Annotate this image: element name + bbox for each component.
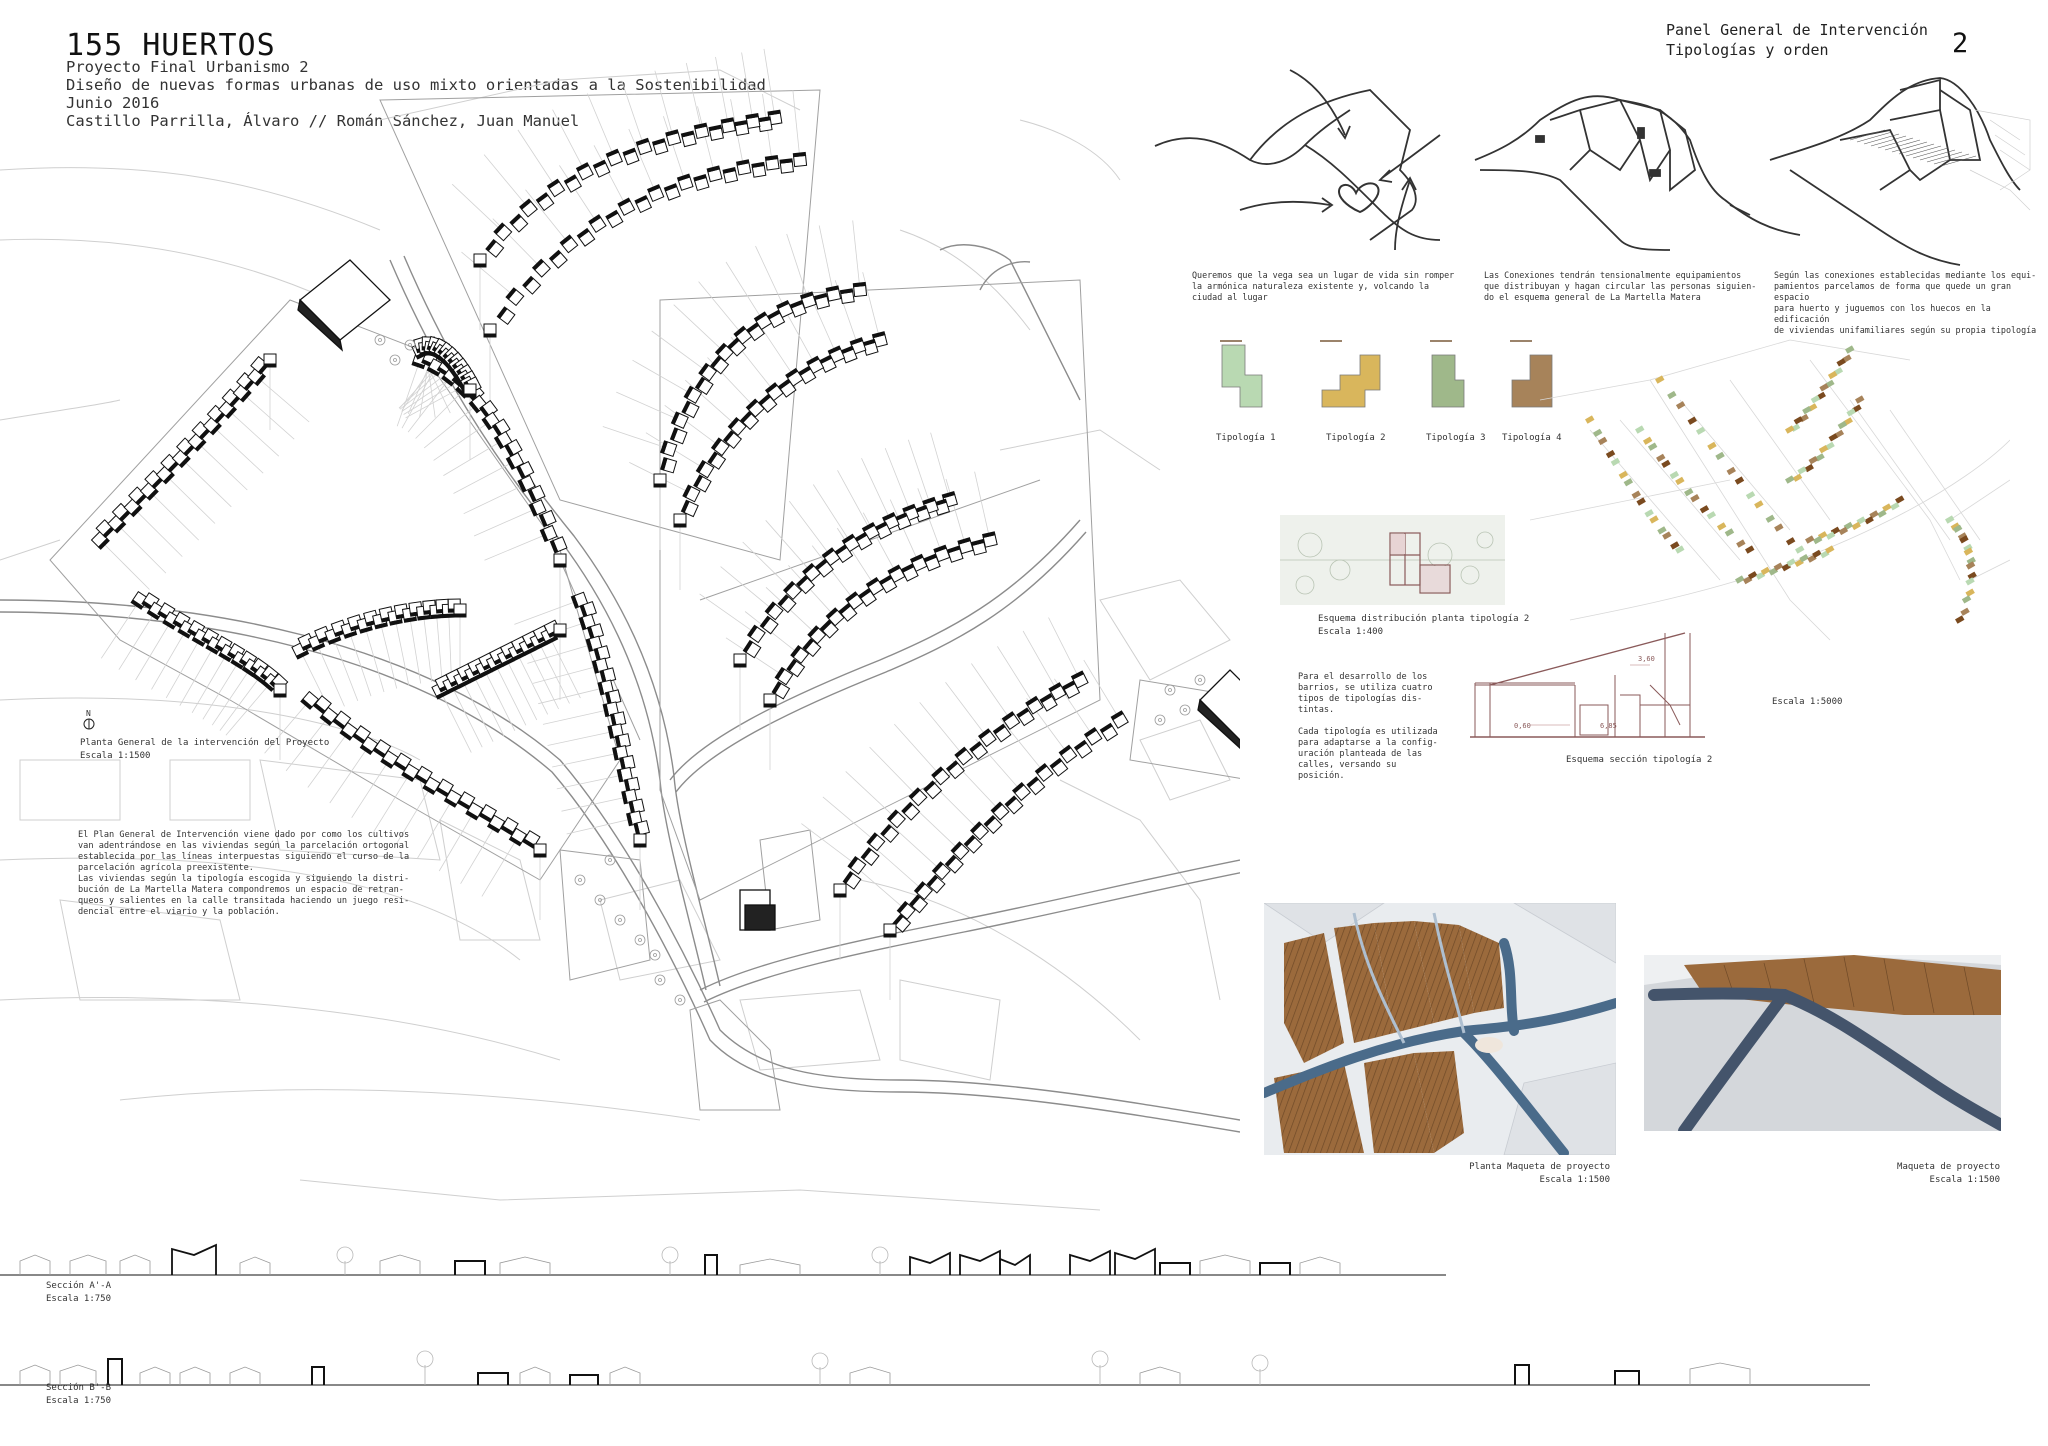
- section-b-scale: Escala 1:750: [46, 1396, 112, 1406]
- panel-title-1: Panel General de Intervención: [1666, 21, 1928, 39]
- small-plan-scale: Escala 1:5000: [1772, 697, 1843, 707]
- svg-text:6,85: 6,85: [1600, 722, 1617, 730]
- section-a-scale: Escala 1:750: [46, 1294, 112, 1304]
- svg-text:3,60: 3,60: [1638, 655, 1655, 663]
- scheme-plan-scale: Escala 1:400: [1318, 627, 1384, 637]
- diagram2-text: Las Conexiones tendrán tensionalmente eq…: [1484, 270, 1757, 302]
- typology-plan-scheme: [1280, 515, 1505, 605]
- diagram3-text: Según las conexiones establecidas median…: [1774, 270, 2037, 335]
- project-subtitle: Proyecto Final Urbanismo 2: [66, 58, 309, 76]
- model-plan-caption: Planta Maqueta de proyecto: [1469, 1162, 1610, 1172]
- typology-label-2: Tipología 2: [1326, 433, 1386, 443]
- diagram1-text: Queremos que la vega sea un lugar de vid…: [1192, 270, 1455, 302]
- model-3d-scale: Escala 1:1500: [1929, 1175, 2000, 1185]
- panel-number: 2: [1952, 28, 1969, 59]
- svg-text:0,60: 0,60: [1514, 722, 1531, 730]
- typology-shape-2: [1321, 354, 1381, 408]
- typology-shapes: [1220, 340, 1553, 408]
- plan-text: El Plan General de Intervención viene da…: [78, 830, 410, 917]
- model-3d-caption: Maqueta de proyecto: [1897, 1162, 2000, 1172]
- plan-scale: Escala 1:1500: [80, 751, 151, 761]
- model-3d-photo: [1644, 955, 2001, 1131]
- panel-title-2: Tipologías y orden: [1666, 41, 1829, 59]
- colored-site-plan: [1530, 339, 2010, 641]
- scheme-plan-caption: Esquema distribución planta tipología 2: [1318, 614, 1530, 624]
- project-description: Diseño de nuevas formas urbanas de uso m…: [66, 76, 766, 94]
- north-arrow-icon: [83, 718, 95, 730]
- project-date: Junio 2016: [66, 94, 160, 112]
- section-b-caption: Sección B'-B: [46, 1383, 112, 1393]
- typology-label-4: Tipología 4: [1502, 433, 1562, 443]
- typology-shape-4: [1511, 354, 1553, 408]
- concept-diagrams: [1154, 69, 2031, 266]
- scheme-section-caption: Esquema sección tipología 2: [1566, 755, 1713, 765]
- model-plan-photo: [1264, 903, 1616, 1155]
- section-a-caption: Sección A'-A: [46, 1281, 112, 1291]
- north-label: N: [86, 709, 91, 718]
- typology-label-3: Tipología 3: [1426, 433, 1486, 443]
- typology-label-1: Tipología 1: [1216, 433, 1276, 443]
- model-plan-scale: Escala 1:1500: [1539, 1175, 1610, 1185]
- sections-drawing: [0, 1243, 1870, 1386]
- project-authors: Castillo Parrilla, Álvaro // Román Sánch…: [66, 112, 580, 130]
- master-plan-drawing: [0, 48, 1240, 1211]
- typology-section-scheme: 0,60 3,60 6,85: [1470, 632, 1705, 738]
- typology-shape-3: [1431, 354, 1465, 408]
- typology-shape-1: [1221, 344, 1263, 408]
- plan-caption: Planta General de la intervención del Pr…: [80, 738, 330, 748]
- project-title: 155 HUERTOS: [66, 28, 276, 63]
